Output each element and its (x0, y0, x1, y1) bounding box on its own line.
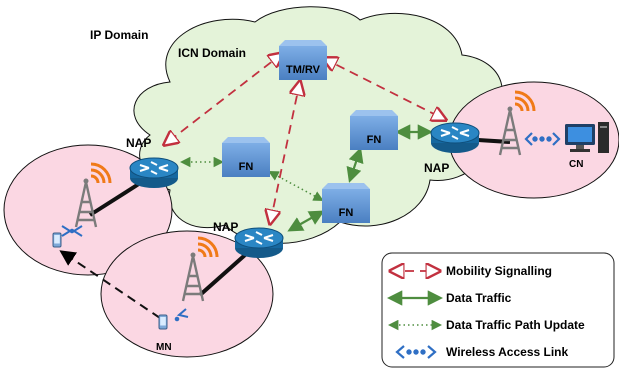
mobility-link-tmrv-nap-right (323, 58, 446, 120)
legend: Mobility Signalling Data Traffic Data Tr… (381, 252, 615, 368)
fn-top-label: FN (367, 134, 382, 146)
mobile-phone-icon (52, 232, 62, 248)
wireless-link-right (524, 132, 561, 146)
computer-icon (565, 122, 609, 153)
backhaul-left (88, 178, 147, 217)
nap-router-icon (234, 227, 284, 259)
path-update-fnleft-fnmid (268, 171, 324, 201)
legend-path-update-label: Data Traffic Path Update (446, 318, 585, 332)
nap-router-icon (430, 122, 480, 154)
legend-wireless-label: Wireless Access Link (446, 345, 569, 359)
nap-left-label: NAP (126, 136, 151, 150)
legend-mobility-label: Mobility Signalling (446, 264, 552, 278)
backhaul-right (477, 138, 511, 144)
tmrv-label: TM/RV (286, 64, 321, 76)
fn-mid-label: FN (339, 207, 354, 219)
nap-bottom-label: NAP (213, 220, 238, 234)
ip-domain-label: IP Domain (90, 28, 148, 42)
data-link-fnmid-napbottom (287, 210, 325, 232)
cn-label: CN (569, 159, 583, 170)
icn-domain-label: ICN Domain (178, 46, 246, 60)
mn-label: MN (156, 342, 172, 353)
mobility-link-tmrv-nap-left (164, 53, 283, 145)
wireless-link-bottom (174, 308, 189, 322)
data-link-fntop-fnmid (346, 147, 364, 183)
backhaul-bottom (198, 253, 247, 297)
nap-router-icon (129, 157, 179, 189)
mn-handover-path (59, 250, 161, 319)
legend-data-label: Data Traffic (446, 291, 512, 305)
fn-left-label: FN (239, 161, 254, 173)
mobile-phone-icon (158, 314, 168, 330)
wireless-link-left (61, 225, 83, 237)
nap-right-label: NAP (424, 161, 449, 175)
